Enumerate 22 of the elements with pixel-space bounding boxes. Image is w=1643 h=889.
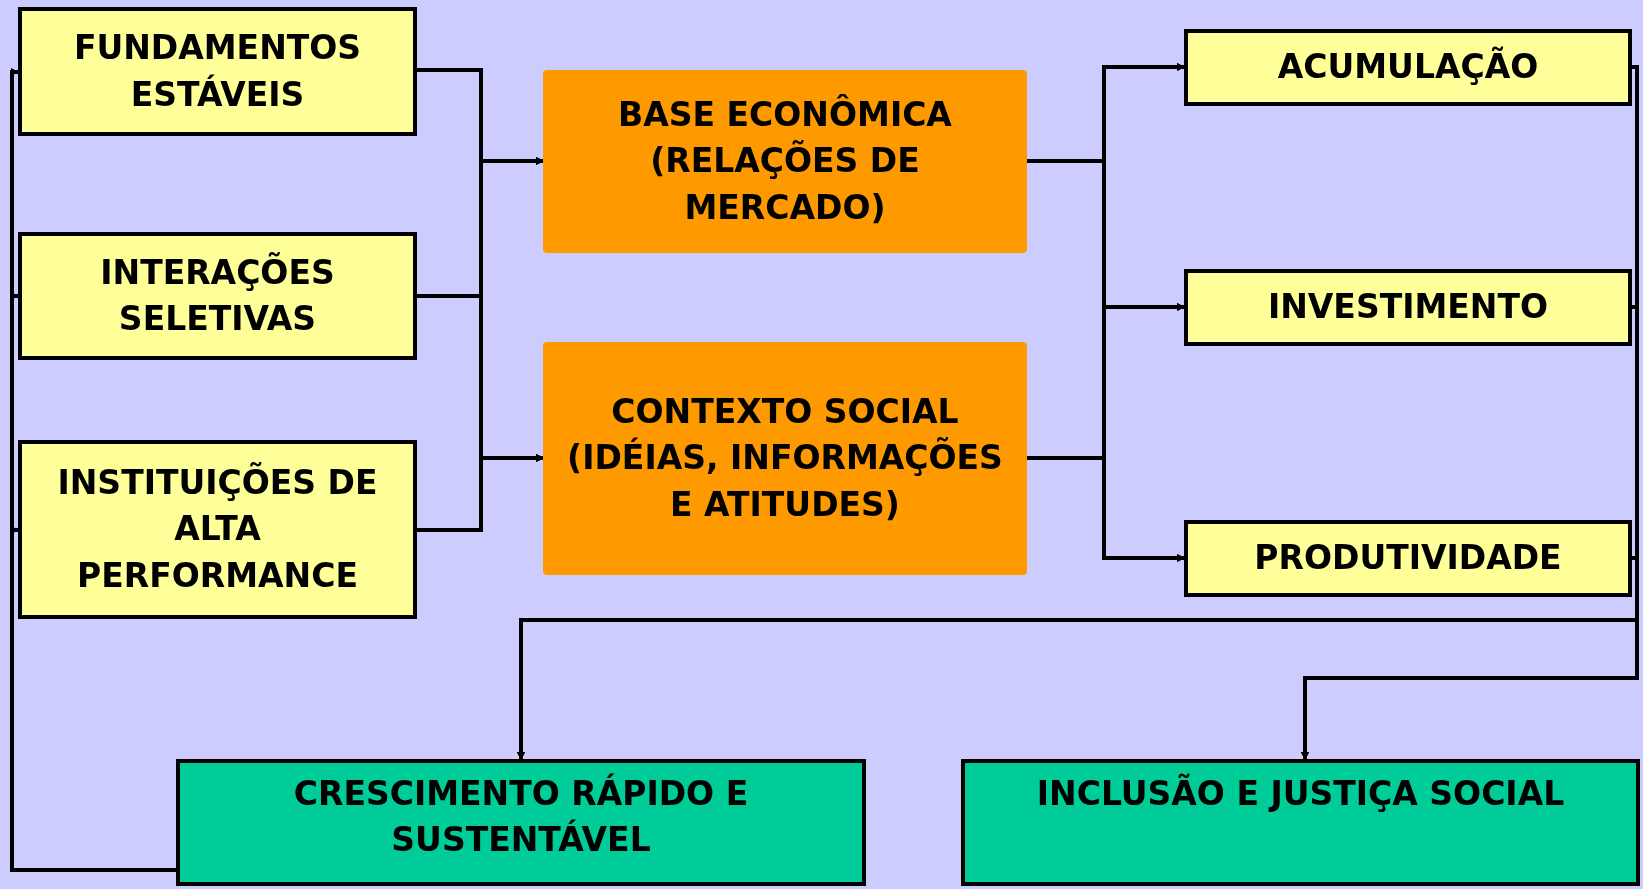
box-label: INTERAÇÕES SELETIVAS bbox=[99, 251, 336, 340]
box-label: FUNDAMENTOS ESTÁVEIS bbox=[72, 27, 363, 116]
context-box bbox=[543, 70, 1027, 253]
process-box bbox=[1184, 520, 1632, 597]
box-label: BASE ECONÔMICA (RELAÇÕES DE MERCADO) bbox=[617, 93, 953, 229]
connector-arrow bbox=[417, 454, 544, 532]
box-label: CONTEXTO SOCIAL (IDÉIAS, INFORMAÇÕES E ATITUDES) bbox=[566, 391, 1004, 526]
process-box bbox=[18, 232, 417, 360]
box-label: INVESTIMENTO bbox=[1267, 286, 1549, 329]
process-box bbox=[1184, 29, 1632, 106]
connector-arrow bbox=[10, 526, 176, 872]
box-label: CRESCIMENTO RÁPIDO E SUSTENTÁVEL bbox=[292, 772, 750, 862]
box-label: PRODUTIVIDADE bbox=[1254, 537, 1562, 580]
box-label: INSTITUIÇÕES DE ALTA PERFORMANCE bbox=[56, 461, 379, 597]
process-box bbox=[18, 440, 417, 619]
context-box bbox=[543, 342, 1027, 575]
outcome-box bbox=[176, 759, 866, 886]
box-label: ACUMULAÇÃO bbox=[1277, 45, 1539, 89]
outcome-box bbox=[961, 759, 1640, 886]
process-box bbox=[18, 7, 417, 136]
box-label: INCLUSÃO E JUSTIÇA SOCIAL bbox=[1036, 772, 1565, 815]
process-box bbox=[1184, 269, 1632, 346]
